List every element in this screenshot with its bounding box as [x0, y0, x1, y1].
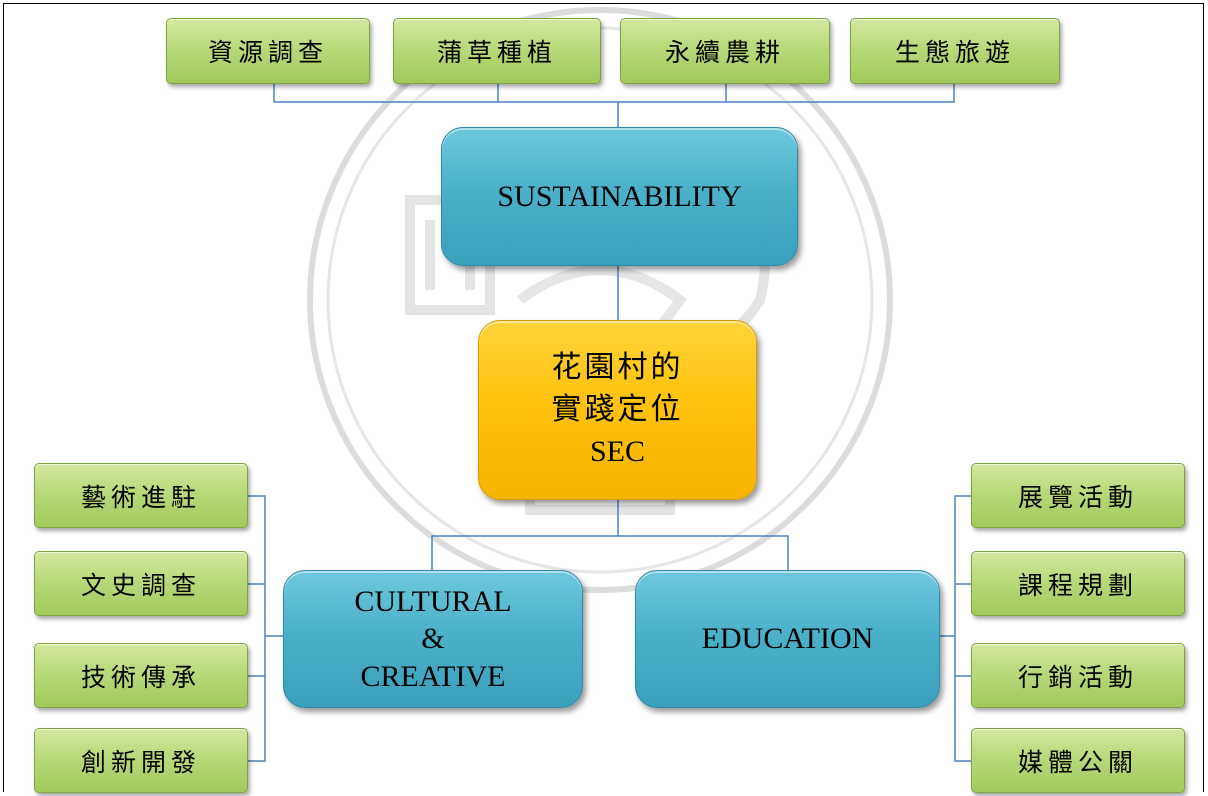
top-item-cattail-planting: 蒲草種植 — [393, 18, 601, 84]
cultural-creative-node: CULTURAL & CREATIVE — [283, 570, 583, 708]
cultural-line-3: CREATIVE — [360, 659, 506, 693]
cultural-line-2: & — [421, 622, 445, 656]
center-line-1: 花園村的 — [551, 350, 684, 385]
top-item-eco-tourism: 生態旅遊 — [850, 18, 1060, 84]
left-item-innovation: 創新開發 — [34, 728, 248, 793]
cultural-line-1: CULTURAL — [354, 584, 512, 618]
sustainability-node: SUSTAINABILITY — [441, 127, 798, 266]
center-line-2: 實踐定位 — [551, 392, 684, 427]
right-item-media-pr: 媒體公關 — [971, 728, 1185, 793]
page-frame — [3, 3, 1204, 792]
center-line-3: SEC — [589, 435, 646, 468]
top-item-resource-survey: 資源調查 — [166, 18, 370, 84]
right-item-marketing: 行銷活動 — [971, 643, 1185, 708]
left-item-cultural-history: 文史調查 — [34, 551, 248, 616]
left-item-craft-heritage: 技術傳承 — [34, 643, 248, 708]
right-item-course-planning: 課程規劃 — [971, 551, 1185, 616]
center-node: 花園村的 實踐定位 SEC — [478, 320, 757, 500]
left-item-artist-residency: 藝術進駐 — [34, 463, 248, 528]
education-node: EDUCATION — [635, 570, 940, 708]
top-item-sustainable-farming: 永續農耕 — [620, 18, 830, 84]
right-item-exhibitions: 展覽活動 — [971, 463, 1185, 528]
